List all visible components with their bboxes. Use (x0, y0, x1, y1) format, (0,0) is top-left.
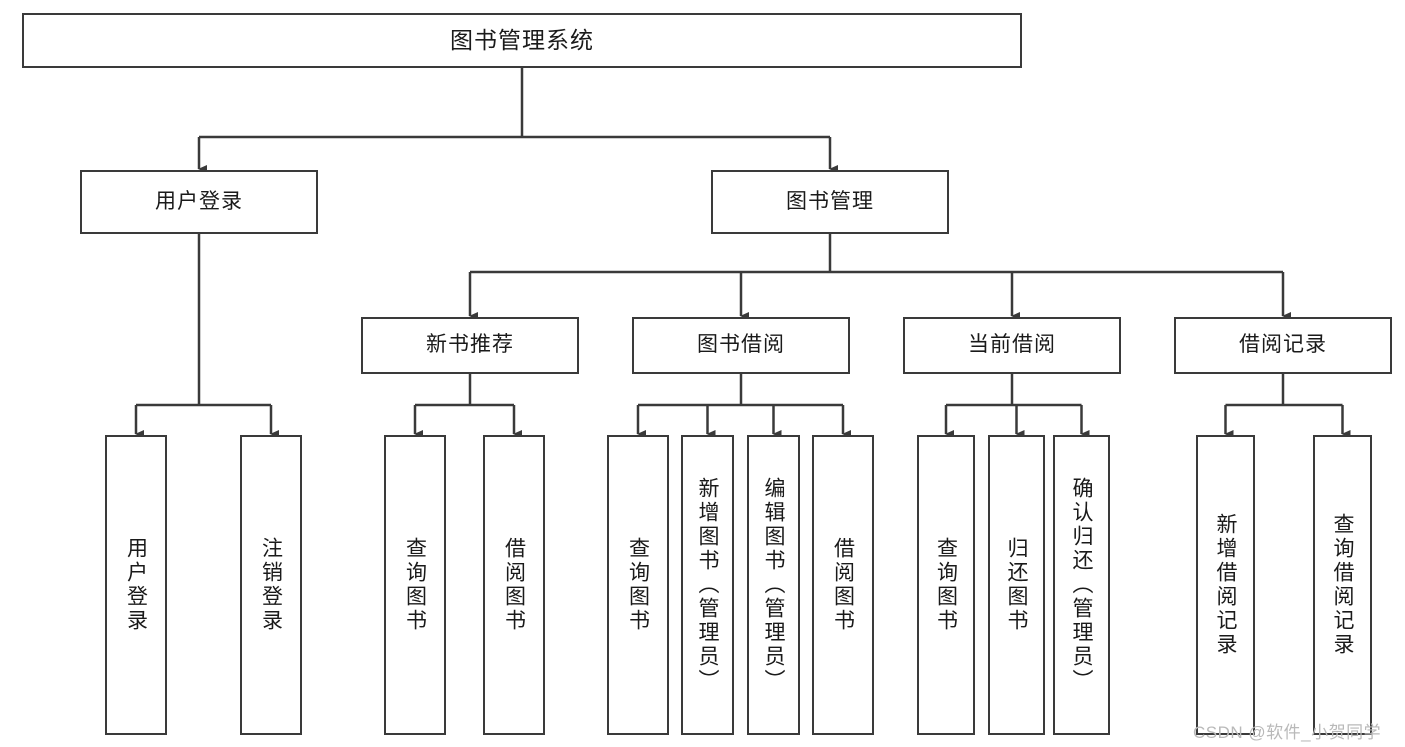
node-label: 新书推荐 (426, 333, 514, 357)
node-c2[interactable]: 归还图书 (988, 435, 1045, 735)
node-root[interactable]: 图书管理系统 (22, 13, 1022, 68)
node-label: 新增借阅记录 (1214, 513, 1237, 657)
edge-group (134, 68, 1351, 438)
node-b3[interactable]: 编辑图书（管理员） (747, 435, 800, 735)
node-b2[interactable]: 新增图书（管理员） (681, 435, 734, 735)
node-bookmgmt[interactable]: 图书管理 (711, 170, 949, 234)
node-borrow[interactable]: 图书借阅 (632, 317, 850, 374)
node-c1[interactable]: 查询图书 (917, 435, 975, 735)
node-r1[interactable]: 新增借阅记录 (1196, 435, 1255, 735)
node-l1[interactable]: 用户登录 (105, 435, 167, 735)
node-label: 借阅记录 (1239, 333, 1327, 357)
watermark: CSDN @软件_小贺同学 (1193, 723, 1382, 742)
node-b4[interactable]: 借阅图书 (812, 435, 874, 735)
node-current[interactable]: 当前借阅 (903, 317, 1121, 374)
node-label: 当前借阅 (968, 333, 1056, 357)
node-label: 图书借阅 (697, 333, 785, 357)
node-label: 借阅图书 (502, 537, 526, 633)
node-c3[interactable]: 确认归还（管理员） (1053, 435, 1110, 735)
node-records[interactable]: 借阅记录 (1174, 317, 1392, 374)
node-label: 确认归还（管理员） (1070, 477, 1093, 693)
node-login[interactable]: 用户登录 (80, 170, 318, 234)
node-label: 用户登录 (155, 189, 243, 213)
node-label: 查询借阅记录 (1331, 513, 1354, 657)
node-label: 图书管理系统 (450, 26, 594, 53)
node-b1[interactable]: 查询图书 (607, 435, 669, 735)
node-l2[interactable]: 注销登录 (240, 435, 302, 735)
node-label: 图书管理 (786, 189, 874, 213)
node-label: 注销登录 (259, 537, 283, 633)
node-label: 用户登录 (124, 537, 148, 633)
node-label: 查询图书 (934, 537, 958, 633)
node-label: 借阅图书 (831, 537, 855, 633)
node-newbook[interactable]: 新书推荐 (361, 317, 579, 374)
node-label: 编辑图书（管理员） (762, 477, 785, 693)
node-n2[interactable]: 借阅图书 (483, 435, 545, 735)
node-label: 归还图书 (1005, 537, 1028, 633)
node-label: 查询图书 (626, 537, 650, 633)
node-r2[interactable]: 查询借阅记录 (1313, 435, 1372, 735)
node-n1[interactable]: 查询图书 (384, 435, 446, 735)
node-label: 新增图书（管理员） (696, 477, 719, 693)
node-label: 查询图书 (403, 537, 427, 633)
